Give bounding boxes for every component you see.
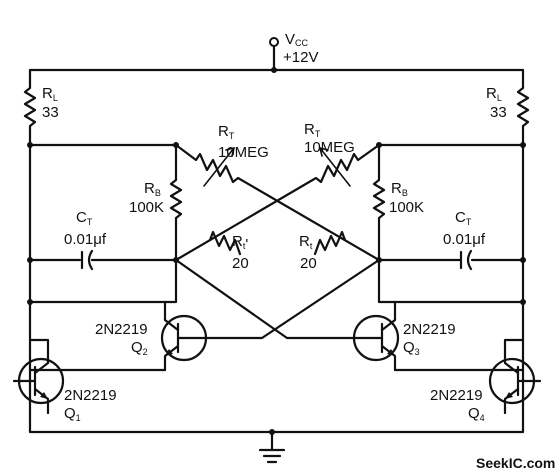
q1-name: Q1 [64, 405, 81, 423]
timing-resistor-left-name: RT [218, 123, 235, 141]
load-resistor-right-name: RL [486, 85, 502, 103]
series-resistor-right [313, 230, 347, 256]
base-resistor-left [169, 143, 183, 262]
q4-name: Q4 [468, 405, 485, 423]
timing-capacitor-right [459, 249, 473, 271]
timing-resistor-right-name: RT [304, 121, 321, 139]
ground-icon [258, 448, 286, 464]
base-resistor-left-value: 100K [129, 199, 164, 216]
load-resistor-left-name: RL [42, 85, 58, 103]
transistor-q1 [12, 338, 65, 415]
timing-capacitor-left-value: 0.01μf [64, 231, 107, 248]
base-resistor-right-name: RB [391, 180, 408, 198]
transistor-q2 [27, 258, 208, 372]
left-collector-network [27, 142, 179, 415]
timing-capacitor-right-name: CT [455, 209, 472, 227]
q2-part: 2N2219 [95, 321, 148, 338]
timing-capacitor-left-name: CT [76, 209, 93, 227]
base-resistor-right-value: 100K [389, 199, 424, 216]
transistor-q4 [488, 338, 542, 415]
q1-part: 2N2219 [64, 387, 117, 404]
q4-part: 2N2219 [430, 387, 483, 404]
series-resistor-right-name: Rt [299, 233, 313, 251]
load-resistor-left-value: 33 [42, 104, 59, 121]
ground-rail [28, 411, 525, 452]
q3-part: 2N2219 [403, 321, 456, 338]
vcc-label: VCC [285, 31, 309, 48]
q3-name: Q3 [403, 339, 420, 357]
series-resistor-left [208, 230, 242, 256]
load-resistor-left [23, 76, 37, 147]
supply-rail [28, 37, 525, 80]
lower-cross-wiring [174, 258, 381, 340]
timing-capacitor-left [80, 249, 94, 271]
watermark: SeekIC.com [476, 455, 555, 471]
timing-resistor-right-variable [174, 143, 381, 262]
vcc-value: +12V [283, 49, 318, 66]
right-collector-network [376, 142, 526, 415]
q2-name: Q2 [131, 339, 148, 357]
base-resistor-right [372, 143, 386, 262]
base-resistor-left-name: RB [144, 180, 161, 198]
vcc-terminal [269, 37, 279, 47]
load-resistor-right-value: 33 [490, 104, 507, 121]
series-resistor-left-name: Rt' [232, 233, 248, 253]
timing-resistor-right-value: 10MEG [304, 139, 355, 156]
load-resistor-right [516, 76, 530, 147]
timing-resistor-left-variable [174, 143, 381, 262]
series-resistor-left-value: 20 [232, 255, 249, 272]
transistor-q3 [352, 258, 526, 372]
timing-capacitor-right-value: 0.01μf [443, 231, 486, 248]
series-resistor-right-value: 20 [300, 255, 317, 272]
timing-resistor-left-value: 10MEG [218, 144, 269, 161]
